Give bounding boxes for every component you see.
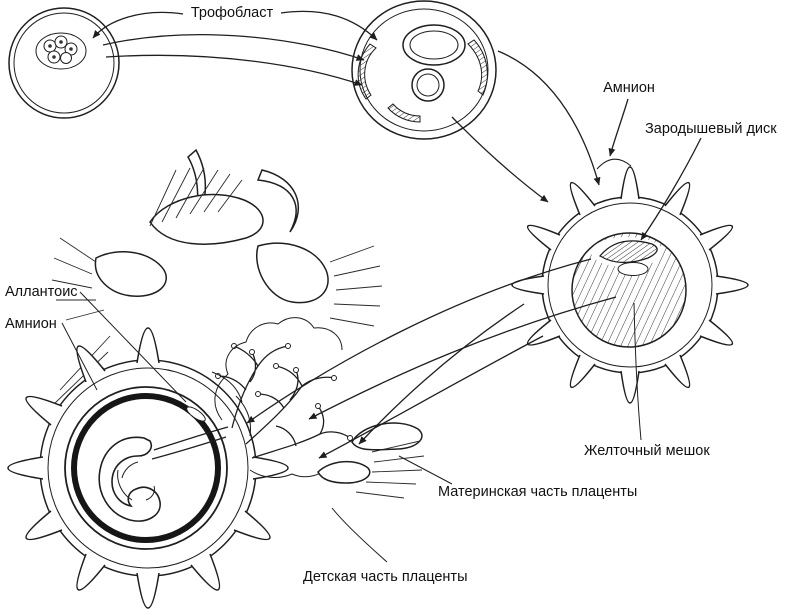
villus-tip <box>315 403 321 409</box>
maternal-finger <box>317 460 371 484</box>
embryo-sac-illustration <box>7 327 289 609</box>
chorionic-villus <box>511 275 545 295</box>
arrow-amnion-right <box>608 98 629 157</box>
label-amnion-right: Амнион <box>603 80 655 96</box>
body-stalk-line <box>151 436 227 460</box>
label-germinal-disc: Зародышевый диск <box>645 121 777 137</box>
arrow-germinal-disc <box>640 137 702 241</box>
maternal-finger <box>351 422 423 451</box>
label-allantois: Аллантоис <box>5 284 78 300</box>
arrow-morula-to-blastocyst-2 <box>105 54 363 86</box>
blastocyst-crescent <box>467 39 488 96</box>
villus-tip <box>285 343 291 349</box>
arrow-vesicle-to-embryo-3 <box>318 335 544 459</box>
germinal-disc-shape <box>599 240 658 264</box>
chorionic-villus <box>699 319 733 346</box>
amnion-fold-line <box>596 158 632 170</box>
fetal-placenta-illustration <box>211 317 353 478</box>
chorionic-villus <box>76 553 106 591</box>
label-trophoblast: Трофобласт <box>191 5 274 21</box>
chorionic-villus <box>252 456 289 480</box>
pointer-fetal-placenta <box>331 507 388 563</box>
labels: Трофобласт Амнион Зародышевый диск Аллан… <box>5 5 777 585</box>
chorionic-villus <box>25 395 63 426</box>
label-maternal-placenta: Материнская часть плаценты <box>438 484 637 500</box>
label-amnion-left: Амнион <box>5 316 57 332</box>
inner-cell-mass-inner <box>409 30 459 60</box>
morula-cell-nucleus <box>48 44 52 48</box>
body-stalk-line <box>153 426 229 451</box>
chorionic-villus <box>664 182 691 216</box>
villus-tip <box>347 435 353 441</box>
morula-cell <box>60 52 72 64</box>
chorionic-villus <box>25 510 63 541</box>
decidua-fold <box>256 169 300 233</box>
placenta-outline <box>214 317 343 421</box>
chorionic-villus <box>7 456 44 480</box>
chorionic-villus <box>527 224 561 251</box>
label-fetal-placenta: Детская часть плаценты <box>303 569 467 585</box>
decidua-hatching <box>329 245 383 327</box>
arrow-vesicle-to-embryo-1 <box>246 258 592 424</box>
pointer-allantois <box>79 291 187 403</box>
chorionic-villus <box>569 182 596 216</box>
chorionic-villus <box>136 327 160 364</box>
allantois-shape <box>186 406 206 422</box>
villus-tip <box>249 349 255 355</box>
villous-tree <box>251 405 351 459</box>
villus-tip <box>255 391 261 397</box>
decidua-blob <box>149 193 264 245</box>
embryo-detail-line <box>117 469 133 501</box>
pointer-amnion-left <box>61 322 98 391</box>
maternal-hatching <box>355 440 425 499</box>
chorionic-villus <box>569 354 596 388</box>
pointer-yolk-sac <box>633 302 642 441</box>
morula-illustration <box>8 7 120 119</box>
chorionic-villus <box>136 572 160 609</box>
morula-cell-nucleus <box>59 40 63 44</box>
arrow-blastocyst-to-vesicle-1 <box>497 50 601 186</box>
chorionic-villus <box>699 224 733 251</box>
blastocyst-illustration <box>351 0 497 140</box>
label-yolk-sac: Желточный мешок <box>584 443 710 459</box>
chorionic-villus <box>190 553 221 591</box>
morula-cell-nucleus <box>52 55 56 59</box>
villous-tree <box>217 345 289 429</box>
chorionic-villus <box>664 354 691 388</box>
villus-tip <box>331 375 337 381</box>
arrow-trophoblast-to-blastocyst <box>280 10 378 41</box>
chorionic-villus <box>620 166 640 200</box>
embryo-detail-line <box>121 461 139 479</box>
arrow-morula-to-blastocyst-1 <box>102 34 365 61</box>
embryo-limb-line <box>145 485 155 501</box>
villus-tip <box>273 363 279 369</box>
arrow-vesicle-to-embryo-4 <box>358 303 525 445</box>
maternal-tissue-illustration <box>47 148 383 437</box>
arrow-vesicle-to-embryo-2 <box>308 296 617 420</box>
villus-tip <box>293 367 299 373</box>
chorionic-villus <box>233 510 271 541</box>
blastocyst-crescent <box>387 103 421 123</box>
decidua-blob <box>94 251 167 297</box>
decidua-blob <box>256 242 329 304</box>
arrows <box>61 10 702 563</box>
morula-cell-nucleus <box>69 47 73 51</box>
chorionic-villus <box>76 345 106 383</box>
pointer-maternal-placenta <box>398 455 453 485</box>
embryo-body <box>98 436 161 522</box>
decidua-hatching <box>149 167 243 227</box>
arrow-trophoblast-to-morula <box>92 11 184 39</box>
chorionic-villus <box>715 275 749 295</box>
amniotic-cavity-shape <box>617 262 649 276</box>
chorion-connection <box>211 371 251 437</box>
chorionic-vesicle-illustration <box>511 158 749 404</box>
decidua-hatching <box>51 237 105 321</box>
maternal-placenta-illustration <box>317 422 425 499</box>
arrow-blastocyst-to-vesicle-2 <box>451 116 549 203</box>
villous-tree <box>245 365 335 445</box>
blastocyst-vesicle-inner <box>416 73 440 97</box>
